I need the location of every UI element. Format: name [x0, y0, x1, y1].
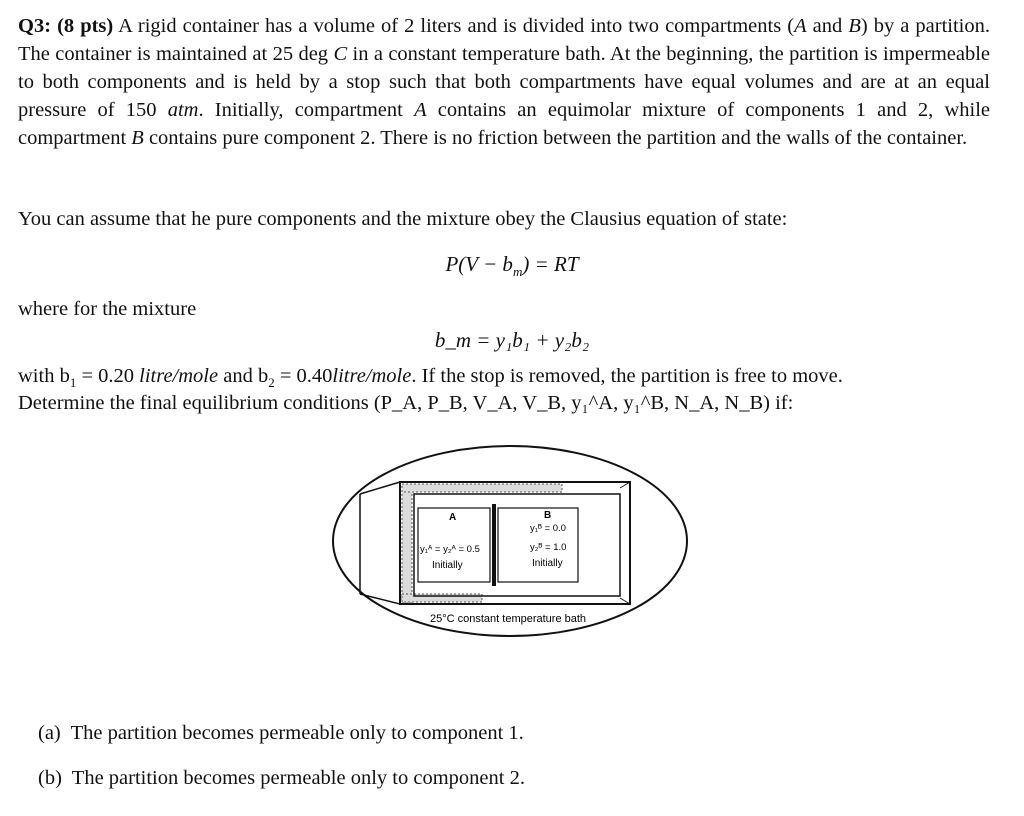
b2-value: = 0.40	[274, 365, 333, 387]
var-a: A	[414, 99, 427, 121]
with-suffix: . If the stop is removed, the partition …	[411, 365, 843, 387]
question-text: . Initially, compartment	[198, 99, 403, 121]
part-a-text: The partition becomes permeable only to …	[70, 722, 524, 744]
var-b: B	[848, 15, 861, 37]
where-text: where for the mixture	[18, 298, 197, 320]
var-a: A	[794, 15, 807, 37]
question-label: Q3:	[18, 15, 52, 37]
eos-sub: m	[512, 264, 523, 280]
var-c: C	[333, 43, 348, 65]
insulation-left	[401, 483, 413, 603]
a-composition: y₁ᴬ = y₂ᴬ = 0.5	[420, 544, 480, 555]
assume-text: You can assume that he pure components a…	[18, 208, 788, 230]
clausius-equation: P(V − bm) = RT	[0, 252, 1024, 280]
inner-box	[413, 493, 621, 597]
eos-lhs: P(V − b	[445, 252, 513, 276]
unit-atm: atm	[167, 99, 199, 121]
question-text: ) by a partition. The container is maint…	[18, 15, 991, 65]
part-b: (b) The partition becomes permeable only…	[38, 767, 525, 790]
b-y1: y₁ᴮ = 0.0	[530, 523, 566, 534]
a-initially: Initially	[432, 560, 463, 571]
b1-value: = 0.20	[76, 365, 135, 387]
question-text: in a constant temperature bath. At the b…	[18, 43, 991, 121]
mixing-rule-text: b_m = y₁b₁ + y₂b₂	[434, 328, 590, 352]
bath-label: 25°C constant temperature bath	[430, 613, 586, 625]
eos-rhs: ) = RT	[522, 252, 579, 276]
determine-text: Determine the final equilibrium conditio…	[18, 392, 794, 414]
b1-unit: litre/mole	[139, 365, 219, 387]
label-b: B	[544, 510, 551, 521]
container-figure: A y₁ᴬ = y₂ᴬ = 0.5 Initially B y₁ᴮ = 0.0 …	[332, 445, 688, 637]
question-paragraph: Q3: (8 pts) A rigid container has a volu…	[18, 12, 990, 152]
with-mid: and b	[223, 365, 269, 387]
question-text: and	[812, 15, 843, 37]
b-initially: Initially	[532, 558, 563, 569]
question-text: contains pure component 2. There is no f…	[148, 127, 968, 149]
insulation-top	[401, 483, 563, 493]
label-a: A	[449, 512, 456, 523]
compartment-b	[497, 507, 579, 583]
part-a-label: (a)	[38, 722, 61, 744]
b2-unit: litre/mole	[332, 365, 412, 387]
insulation-bottom	[401, 593, 483, 603]
container-box	[399, 481, 631, 605]
part-b-label: (b)	[38, 767, 62, 789]
bath-ellipse	[332, 445, 688, 637]
partition	[492, 504, 496, 586]
with-prefix: with b	[18, 365, 70, 387]
mixing-rule: b_m = y₁b₁ + y₂b₂	[0, 328, 1024, 353]
var-b: B	[131, 127, 144, 149]
with-line: with b1 = 0.20 litre/mole and b2 = 0.40l…	[18, 365, 843, 391]
part-b-text: The partition becomes permeable only to …	[71, 767, 525, 789]
part-a: (a) The partition becomes permeable only…	[38, 722, 524, 745]
question-text: contains an equimolar mixture of compone…	[18, 99, 991, 149]
b-y2: y₂ᴮ = 1.0	[530, 542, 566, 553]
question-text: A rigid container has a volume of 2 lite…	[118, 15, 795, 37]
question-points: (8 pts)	[57, 15, 114, 37]
compartment-a	[417, 507, 491, 583]
